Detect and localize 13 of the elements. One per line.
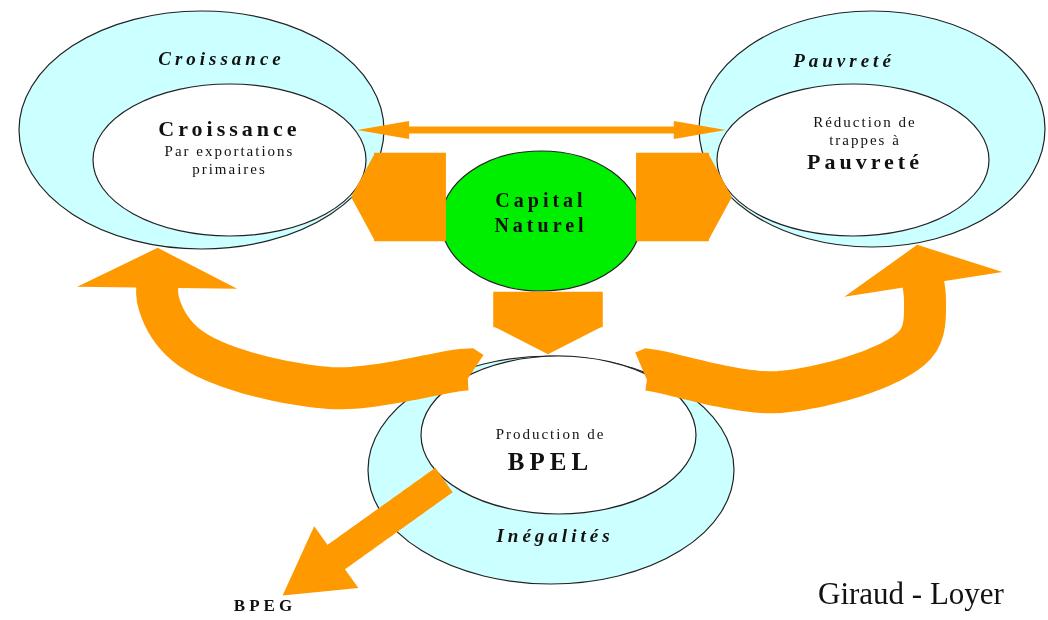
node-label: BPEG [233,596,297,617]
ellipse-text: Croissance [158,116,301,143]
ellipse-title: Croissance [158,48,285,71]
author-credit: Giraud - Loyer [818,576,1004,612]
ellipse-text: Capital Naturel [493,188,589,238]
ellipse-title: Inégalités [496,525,614,548]
ellipse-text: Par exportations primaires [163,142,296,179]
ellipse-title: Pauvreté [793,50,895,73]
ellipse-text: Pauvreté [807,149,923,176]
arrow [357,121,726,139]
ellipse-text: Production de [495,425,606,443]
ellipse-text: Réduction de trappes à [812,113,918,149]
ellipse-text: BPEL [507,447,594,477]
